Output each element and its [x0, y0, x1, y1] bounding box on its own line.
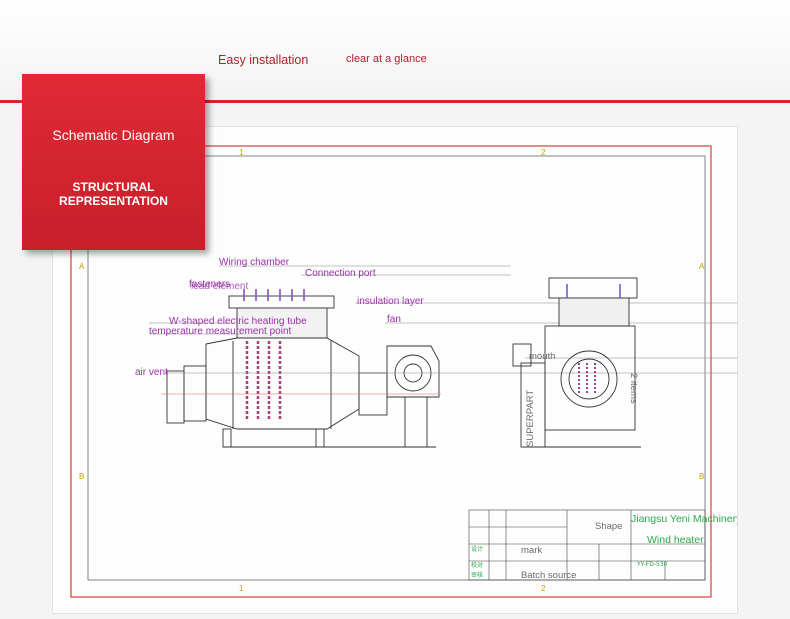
- inlet-collar: [183, 365, 207, 422]
- fan-scroll: [386, 345, 440, 398]
- zone-mark-right-a: A: [699, 262, 705, 271]
- title-block-mark: mark: [521, 545, 542, 556]
- support-left: [222, 428, 232, 448]
- label-fan: fan: [387, 314, 401, 325]
- zone-mark-bottom-2: 2: [541, 584, 546, 593]
- side-panel: [520, 362, 546, 448]
- title-block-small-2: 校对: [471, 561, 483, 569]
- label-w-heating-tube: W-shaped electric heating tube: [169, 316, 307, 327]
- w-heating-tubes: [245, 341, 282, 419]
- air-vent-flange: [166, 370, 185, 424]
- title-block-shape: Shape: [595, 521, 622, 532]
- schematic-drawing: 1 2 1 2 A B A B: [70, 145, 737, 598]
- title-block-company: Jiangsu Yeni Machinery: [631, 513, 737, 525]
- label-connection-port: Connection port: [305, 268, 376, 279]
- inner-border: [87, 155, 706, 581]
- label-superpart: SUPERPART: [525, 390, 536, 447]
- zone-mark-top-1: 1: [239, 148, 244, 157]
- title-block: [468, 509, 706, 581]
- label-temperature-point: temperature measurement point: [149, 326, 292, 337]
- label-mouth: mouth: [529, 351, 555, 362]
- side-wiring-chamber: [548, 277, 638, 299]
- terminal-pins: [243, 289, 305, 301]
- label-fasteners: fasteners: [189, 279, 230, 290]
- zone-mark-right-b: B: [699, 472, 704, 481]
- title-block-small-3: 审核: [471, 571, 483, 579]
- title-block-small-1: 设计: [471, 545, 483, 553]
- zone-mark-bottom-1: 1: [239, 584, 244, 593]
- heater-body: [205, 337, 360, 430]
- zone-mark-left-b: B: [79, 472, 84, 481]
- tagline-easy-installation: Easy installation: [218, 53, 309, 67]
- side-pins: [566, 284, 621, 298]
- badge-title: Schematic Diagram: [52, 127, 175, 143]
- label-lead-element: lead element: [191, 281, 248, 292]
- side-flange: [560, 350, 618, 408]
- fan-stand: [404, 396, 428, 448]
- leader-lines: [149, 265, 737, 374]
- label-items: 2 items: [628, 373, 639, 404]
- side-flange-inner: [568, 358, 610, 400]
- title-block-batch-source: Batch source: [521, 570, 576, 581]
- label-air-vent: air vent: [135, 367, 168, 378]
- header-divider: [0, 100, 790, 103]
- title-block-product: Wind heater: [647, 534, 704, 546]
- tagline-clear-at-a-glance: clear at a glance: [346, 53, 427, 65]
- title-block-drawing-no: YY-FD-530: [636, 561, 668, 568]
- side-junction: [558, 297, 630, 327]
- zone-mark-top-2: 2: [541, 148, 546, 157]
- side-motor: [512, 343, 532, 367]
- zone-mark-left-a: A: [79, 262, 85, 271]
- badge-subtitle: STRUCTURAL REPRESENTATION: [59, 180, 168, 208]
- label-wiring-chamber: Wiring chamber: [219, 257, 290, 268]
- heater-side-view: [512, 277, 641, 448]
- support-right: [315, 428, 325, 448]
- insulation-walls: [232, 341, 332, 429]
- side-tubes: [578, 363, 596, 395]
- side-body: [544, 325, 636, 431]
- label-insulation-layer: insulation layer: [357, 296, 424, 307]
- schematic-badge: Schematic Diagram STRUCTURAL REPRESENTAT…: [22, 74, 205, 250]
- outer-border: [70, 145, 712, 598]
- heater-front-view: [166, 295, 440, 448]
